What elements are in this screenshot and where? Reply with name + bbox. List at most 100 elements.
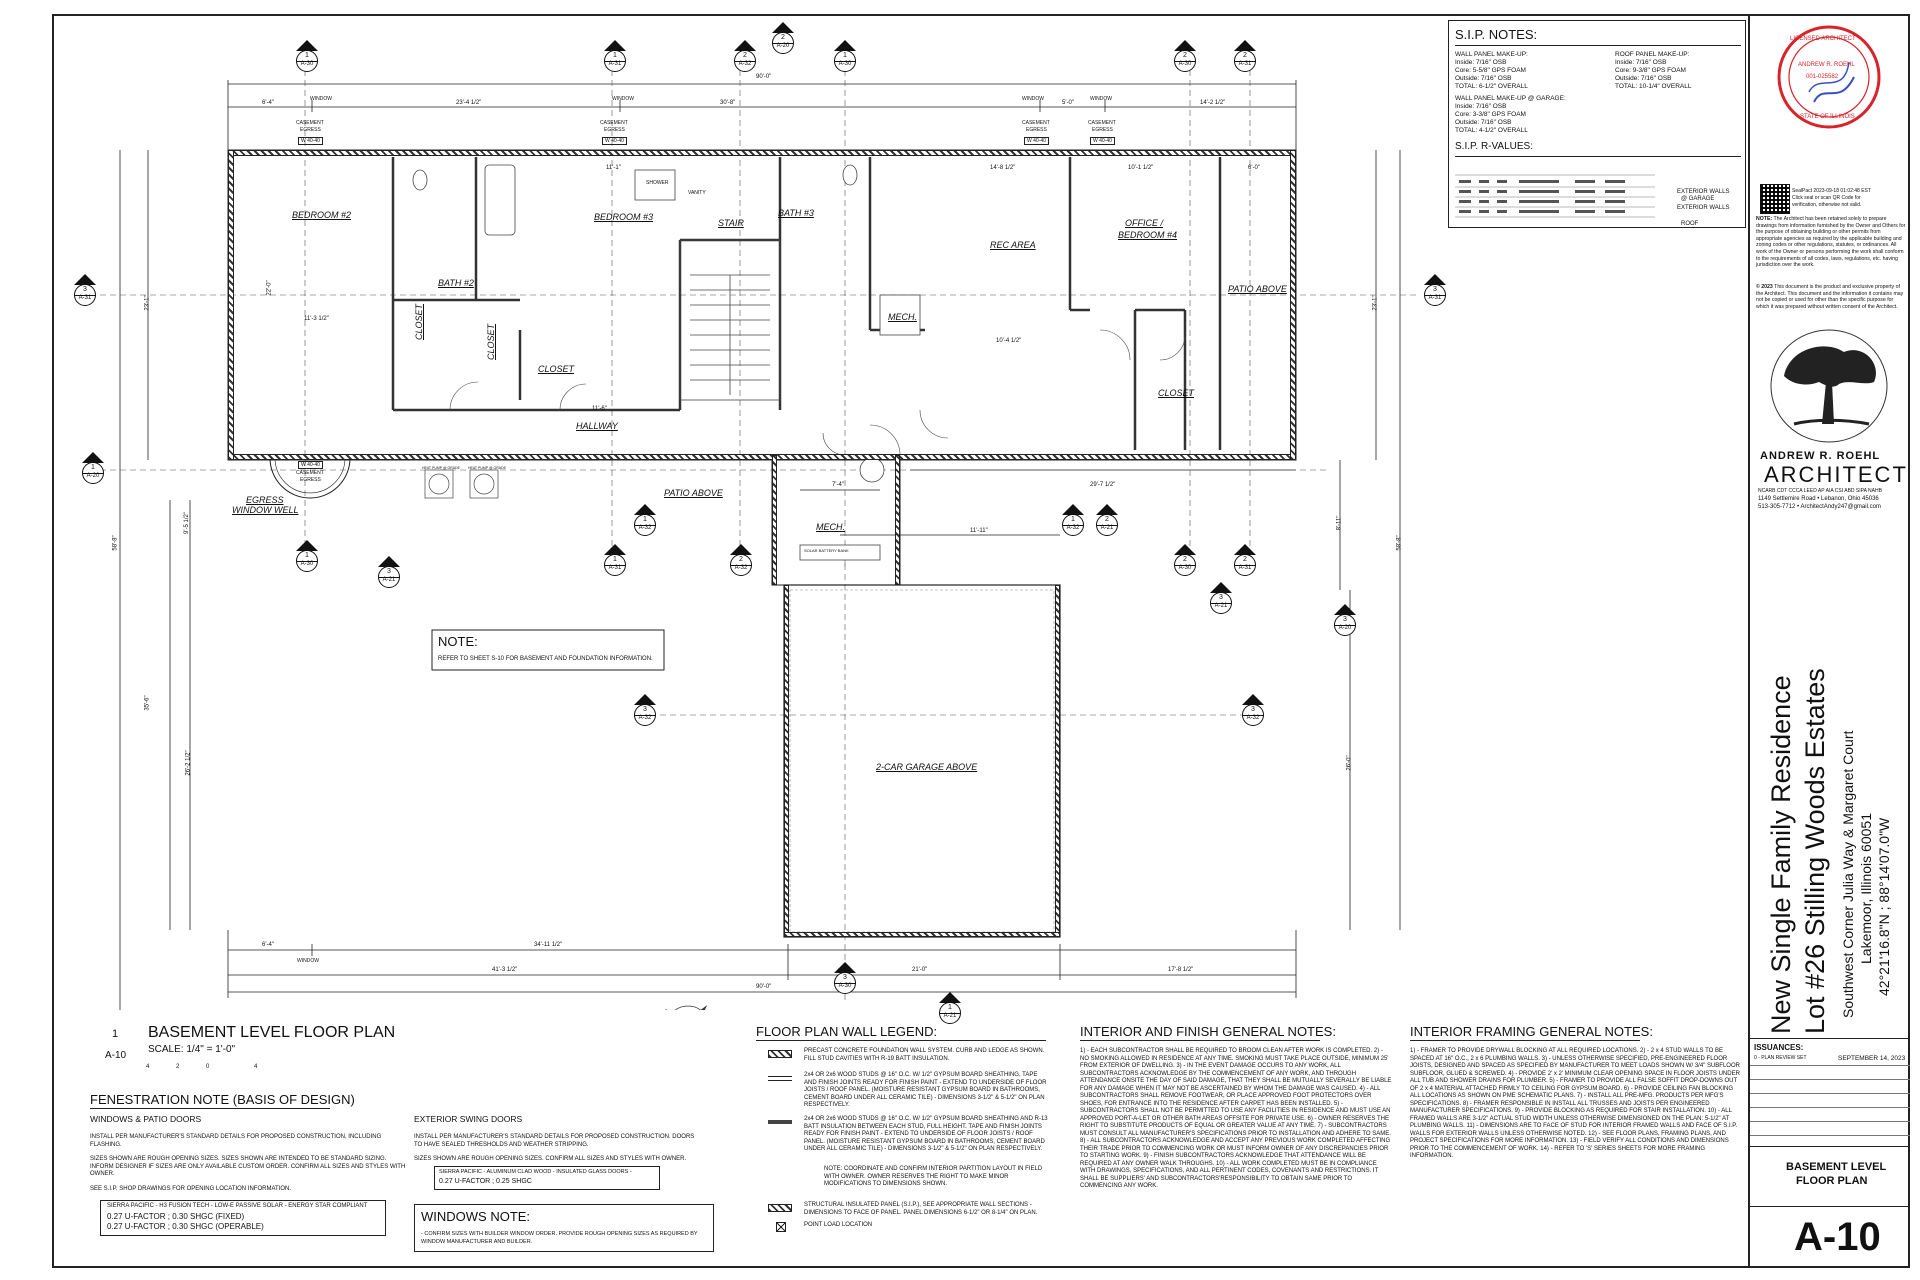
section-marker-sheet: A-30	[300, 561, 314, 567]
seal-caption-2: Click seal or scan QR Code for	[1792, 195, 1861, 201]
room-bath-3: BATH #3	[778, 208, 814, 218]
windows-note-box: WINDOWS NOTE: - CONFIRM SIZES WITH BUILD…	[414, 1204, 714, 1252]
dim-top-d: 5'-0"	[1062, 100, 1074, 106]
fen-doors-p1: INSTALL PER MANUFACTURER'S STANDARD DETA…	[414, 1134, 695, 1148]
section-marker-number: 1	[91, 464, 95, 471]
legend-item-0: PRECAST CONCRETE FOUNDATION WALL SYSTEM.…	[804, 1048, 1045, 1062]
section-arrow-icon	[1210, 582, 1232, 593]
dim-right-b: 58'-8"	[1396, 535, 1403, 551]
section-arrow-icon	[604, 40, 626, 51]
legend-item-4: STRUCTURAL INSULATED PANEL (S.I.P.), SEE…	[804, 1202, 1038, 1216]
interior-notes-panel: INTERIOR AND FINISH GENERAL NOTES: 1) - …	[1080, 1024, 1400, 1244]
section-marker-sheet: A-20	[86, 473, 100, 479]
project-line-5: 42°21'16.8"N ; 88°14'07.0"W	[1876, 817, 1892, 996]
firm-name: ANDREW R. ROEHL	[1760, 450, 1881, 462]
label-solar-battery: SOLAR BATTERY BANK	[804, 548, 849, 553]
section-marker-sheet: A-31	[1238, 565, 1252, 571]
scale-tick-3: 4	[254, 1064, 258, 1070]
garage-wall-bottom	[784, 932, 1060, 937]
fenestration-panel: FENESTRATION NOTE (BASIS OF DESIGN) WIND…	[90, 1092, 730, 1262]
project-line-1: New Single Family Residence	[1766, 675, 1796, 1034]
firm-contact: 513-305-7712 • ArchitectAndy247@gmail.co…	[1758, 504, 1881, 510]
sip-title: S.I.P. NOTES:	[1455, 27, 1538, 42]
sip-wall-line-3: Outside: 7/16" OSB	[1455, 75, 1512, 82]
windows-note-title: WINDOWS NOTE:	[421, 1209, 531, 1224]
floor-plan: BEDROOM #2 BATH #2 BEDROOM #3 BATH #3 ST…	[90, 60, 1420, 1070]
room-closet-4: CLOSET	[1158, 388, 1195, 398]
sip-garage-line-1: Inside: 7/16" OSB	[1455, 103, 1507, 110]
copyright-note: © 2023 This document is the product and …	[1756, 284, 1906, 310]
rvalue-label-1: EXTERIOR WALLS	[1677, 189, 1730, 195]
dim-right-c: 26'-0"	[1346, 755, 1353, 771]
firm-logo-tree-icon	[1770, 329, 1888, 443]
section-arrow-icon	[734, 40, 756, 51]
dim-top-total: 90'-0"	[756, 74, 772, 80]
tag-w-40-40-4: W 40-40	[1090, 137, 1115, 145]
framing-notes-title: INTERIOR FRAMING GENERAL NOTES:	[1410, 1024, 1653, 1039]
dim-right-d: 8'-11"	[1336, 515, 1343, 531]
sip-wall-line-1: Inside: 7/16" OSB	[1455, 59, 1507, 66]
room-office: OFFICE /	[1125, 218, 1163, 228]
section-marker-sheet: A-32	[638, 525, 652, 531]
room-mech-1: MECH.	[888, 312, 917, 322]
section-arrow-icon	[378, 556, 400, 567]
section-marker-number: 1	[305, 552, 309, 559]
fen-spec-1: SIERRA PACIFIC - H3 FUSION TECH - LOW-E …	[107, 1203, 368, 1209]
dim-in-f: 10'-4 1/2"	[996, 338, 1022, 344]
sip-wall-line-2: Core: 5-5/8" GPS FOAM	[1455, 67, 1526, 74]
rvalue-label-4: ROOF	[1681, 221, 1699, 227]
tag-w-40-40-5: W 40-40	[298, 461, 323, 469]
section-arrow-icon	[1174, 40, 1196, 51]
room-bedroom-2: BEDROOM #2	[292, 210, 352, 220]
section-arrow-icon	[834, 962, 856, 973]
firm-creds: NCARB CDT CCCA LEED AP AIA CSI ABD SIPA …	[1758, 488, 1882, 494]
qr-code-icon	[1760, 184, 1790, 214]
section-arrow-icon	[74, 274, 96, 285]
section-arrow-icon	[1174, 544, 1196, 555]
fen-windows-title: WINDOWS & PATIO DOORS	[90, 1114, 202, 1124]
legend-item-1: 2x4 OR 2x6 WOOD STUDS @ 16" O.C. W/ 1/2"…	[804, 1072, 1047, 1108]
fen-spec-2: 0.27 U-FACTOR ; 0.30 SHGC (FIXED)	[107, 1212, 245, 1221]
section-marker-number: 3	[1219, 594, 1223, 601]
sheet-name-panel: BASEMENT LEVEL FLOOR PLAN	[1750, 1146, 1910, 1207]
garage-wall-right	[1055, 585, 1060, 937]
room-closet-3: CLOSET	[538, 364, 575, 374]
room-bath-2: BATH #2	[438, 278, 474, 288]
section-arrow-icon	[1234, 544, 1256, 555]
sip-garage-line-4: TOTAL: 4-1/2" OVERALL	[1455, 127, 1528, 134]
legend-item-5: POINT LOAD LOCATION	[804, 1222, 873, 1228]
section-marker-number: 3	[387, 568, 391, 575]
legend-swatch-concrete	[768, 1050, 792, 1058]
dim-left-b: 58'-8"	[112, 535, 119, 551]
dim-in-h: 6'-0"	[1248, 165, 1260, 171]
dim-in-b: 14'-8 1/2"	[990, 165, 1016, 171]
connector-wall-left	[772, 455, 777, 585]
label-casement-3-egress: EGRESS	[1026, 127, 1047, 133]
sip-garage-title: WALL PANEL MAKE-UP @ GARAGE:	[1455, 95, 1566, 102]
architect-note: NOTE: The Architect has been retained so…	[1756, 216, 1906, 269]
section-marker-number: 1	[948, 1004, 952, 1011]
scale-tick-1: 2	[176, 1064, 180, 1070]
room-closet-1: CLOSET	[414, 303, 424, 340]
rvalue-label-2: @ GARAGE	[1681, 196, 1715, 202]
scale-tick-2: 0	[206, 1064, 210, 1070]
sip-roof-title: ROOF PANEL MAKE-UP:	[1615, 51, 1690, 58]
firm-address: 1149 Settlemire Road • Lebanon, Ohio 450…	[1758, 496, 1879, 502]
sip-notes-panel: S.I.P. NOTES: WALL PANEL MAKE-UP: Inside…	[1448, 20, 1746, 228]
fen-windows-p1: INSTALL PER MANUFACTURER'S STANDARD DETA…	[90, 1134, 382, 1148]
dim-mid-b: 11'-11"	[970, 528, 988, 534]
section-marker-number: 2	[1183, 52, 1187, 59]
title-block: LICENSED ARCHITECT ANDREW R. ROEHL 001-0…	[1748, 14, 1910, 1268]
dim-left-c: 35'-6"	[144, 695, 151, 711]
